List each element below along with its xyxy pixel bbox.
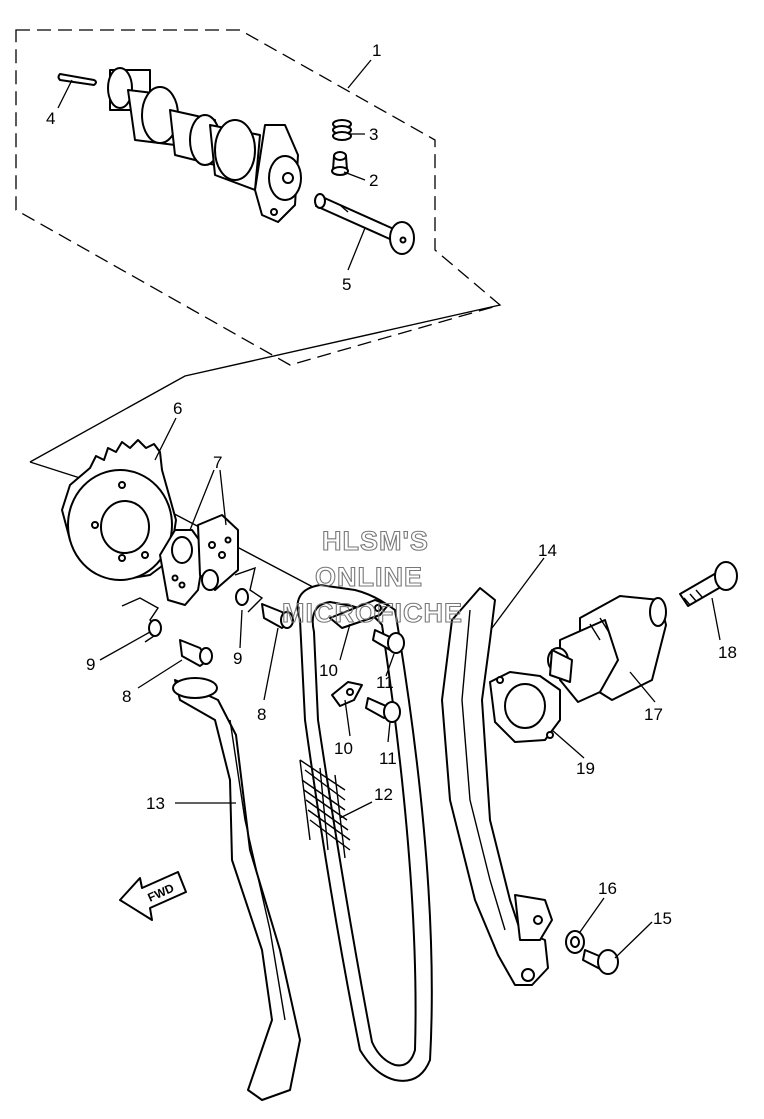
watermark: HLSM'S ONLINE MICROFICHE (281, 525, 463, 628)
callout-9-right: 9 (233, 649, 242, 668)
spring-part-3[interactable] (332, 119, 352, 141)
gasket-part-19[interactable] (489, 671, 561, 743)
callouts: 1 3 2 4 5 6 7 8 8 9 9 10 10 11 11 12 13 … (46, 41, 737, 928)
chain-guide-part-13[interactable] (172, 677, 301, 1101)
assembly-boundary-dashed (15, 29, 502, 366)
callout-17: 17 (644, 705, 663, 724)
bolt-part-11-lower[interactable] (365, 697, 401, 723)
callout-18: 18 (718, 643, 737, 662)
reference-line-lower (29, 461, 81, 479)
callout-6: 6 (173, 399, 182, 418)
callout-9-left: 9 (86, 655, 95, 674)
bolt-part-15[interactable] (582, 949, 619, 975)
watermark-line-3: MICROFICHE (282, 598, 463, 628)
forward-direction-arrow: FWD (119, 871, 187, 921)
chain-guide-part-14[interactable] (441, 587, 553, 986)
callout-12: 12 (374, 785, 393, 804)
cam-sprocket-part-6[interactable] (61, 439, 177, 581)
callout-11-lower: 11 (379, 749, 397, 768)
decompression-plate-part-7[interactable] (159, 514, 239, 606)
callout-13: 13 (146, 794, 165, 813)
callout-2: 2 (369, 171, 378, 190)
bolt-part-18[interactable] (679, 561, 738, 607)
camshaft[interactable] (107, 67, 302, 223)
callout-4: 4 (46, 109, 55, 128)
callout-8-right: 8 (257, 705, 266, 724)
callout-7: 7 (213, 453, 222, 472)
callout-15: 15 (653, 909, 672, 928)
reference-line-upper (29, 304, 501, 463)
cam-chain-tensioner-part-17[interactable] (547, 595, 667, 703)
callout-11-upper: 11 (376, 673, 394, 692)
pin-part-8-left[interactable] (179, 639, 213, 667)
callout-10-upper: 10 (319, 661, 338, 680)
cam-chain-part-12[interactable] (296, 584, 433, 1082)
callout-10-lower: 10 (334, 739, 353, 758)
washer-part-16[interactable] (565, 930, 585, 954)
callout-3: 3 (369, 125, 378, 144)
plunger-pin-part-2[interactable] (331, 151, 349, 176)
callout-8-left: 8 (122, 687, 131, 706)
callout-19: 19 (576, 759, 595, 778)
callout-1: 1 (372, 41, 381, 60)
watermark-line-2: ONLINE (315, 562, 423, 592)
spring-part-9-left[interactable] (121, 597, 162, 643)
plate-part-10-upper[interactable] (329, 599, 389, 629)
chain-link-section (299, 759, 351, 859)
spring-part-9-right[interactable] (234, 566, 264, 613)
dowel-pin-part-4[interactable] (57, 73, 97, 86)
callout-5: 5 (342, 275, 351, 294)
watermark-line-1: HLSM'S (322, 526, 429, 556)
decompression-shaft-part-5[interactable] (314, 193, 415, 255)
callout-14: 14 (538, 541, 557, 560)
plate-part-10-lower[interactable] (331, 681, 363, 707)
pin-part-8-right[interactable] (261, 603, 294, 629)
leader-lines (57, 59, 721, 959)
bolt-part-11-upper[interactable] (372, 629, 405, 654)
callout-16: 16 (598, 879, 617, 898)
